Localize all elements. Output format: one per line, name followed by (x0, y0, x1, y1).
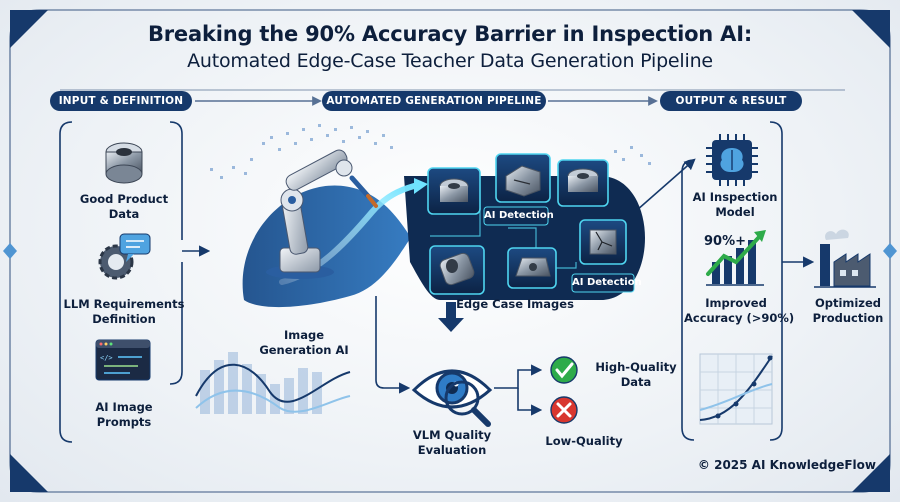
edge-case-image-tile (427, 167, 481, 215)
robot-arm-icon (266, 149, 378, 279)
ai-detection-tag-1: AI Detection (484, 210, 554, 221)
corner-triangle-tl (10, 10, 48, 48)
chip-brain-icon (706, 134, 758, 186)
corner-triangle-tr (852, 10, 890, 48)
metal-bushing-icon (105, 142, 143, 184)
page-subtitle: Automated Edge-Case Teacher Data Generat… (187, 50, 713, 72)
edge-case-image-tile (557, 159, 609, 207)
diamond-right (883, 243, 897, 259)
factory-icon (814, 229, 876, 288)
code-window-icon: </> (95, 339, 151, 381)
down-arrow (438, 302, 464, 332)
section-header-pipeline: AUTOMATED GENERATION PIPELINE (322, 91, 546, 111)
x-circle-icon (550, 396, 578, 424)
decorative-wave-chart (195, 352, 351, 414)
data-dots (210, 124, 651, 179)
copyright-footer: © 2025 AI KnowledgeFlow (697, 458, 876, 472)
corner-triangle-br (852, 454, 890, 492)
eye-magnifier-icon (411, 369, 493, 427)
check-circle-icon (550, 356, 578, 384)
input-column-frame (59, 121, 211, 443)
bar-growth-icon (706, 230, 766, 286)
detection-connectors (430, 208, 577, 269)
edge-case-image-tile (495, 153, 551, 203)
accuracy-badge: 90%+ (703, 234, 746, 249)
flow-lines (375, 296, 543, 416)
decorative-growth-chart (699, 353, 773, 425)
edge-case-image-tile (579, 219, 627, 265)
ai-detection-tag-frame (571, 273, 635, 293)
gear-chat-icon (98, 233, 151, 280)
diamond-left (3, 243, 17, 259)
edge-case-images-label: Edge Case Images (456, 297, 574, 311)
ai-detection-tag-2: AI Detection (572, 277, 642, 288)
corner-triangle-bl (10, 454, 48, 492)
low-quality-label: Low-Quality (545, 434, 623, 448)
page-title: Breaking the 90% Accuracy Barrier in Ins… (147, 22, 753, 46)
ai-detection-tag-frame (483, 206, 549, 226)
section-header-output: OUTPUT & RESULT (660, 91, 802, 111)
section-header-input: INPUT & DEFINITION (50, 91, 192, 111)
svg-text:</>: </> (100, 354, 113, 362)
edge-case-image-tile (429, 245, 485, 295)
edge-case-image-tile (507, 247, 557, 289)
